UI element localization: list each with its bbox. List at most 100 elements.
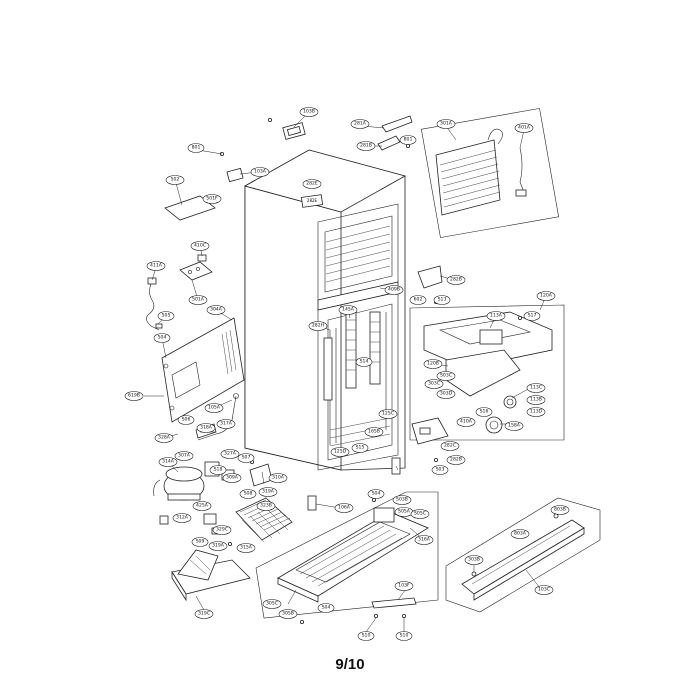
callout: 282E (302, 179, 322, 189)
svg-text:113D: 113D (530, 409, 543, 415)
svg-text:304A: 304A (210, 307, 223, 313)
callout: 281A (350, 119, 370, 129)
svg-text:S05C: S05C (414, 511, 426, 517)
svg-text:282B: 282B (450, 457, 462, 463)
callout: S09 (191, 537, 209, 547)
callout: 502 (165, 175, 185, 185)
svg-text:303C: 303C (428, 381, 440, 387)
callout: 327A (220, 449, 240, 459)
svg-text:S09: S09 (196, 539, 205, 545)
callout: 103F (394, 581, 414, 591)
fan-motor-assembly (445, 349, 521, 434)
callout: 501A (188, 295, 208, 305)
svg-text:S10: S10 (362, 633, 371, 639)
svg-text:282B: 282B (450, 277, 462, 283)
callout: 165B (364, 427, 384, 437)
callout: 282B (446, 455, 466, 465)
svg-text:S06: S06 (182, 417, 191, 423)
callout: 106A (334, 503, 354, 513)
svg-text:305C: 305C (266, 601, 278, 607)
svg-text:125C: 125C (382, 411, 394, 417)
callout: S14 (355, 357, 373, 367)
callout-labels: 103B 801 103A 502 501F 281A 281B 801 301… (124, 107, 570, 641)
svg-text:425A: 425A (196, 503, 209, 509)
svg-text:801: 801 (192, 145, 201, 151)
evaporator-box (421, 108, 559, 238)
callout: 145A (338, 305, 358, 315)
callout: 318A (196, 423, 216, 433)
svg-text:316A: 316A (418, 537, 431, 543)
svg-text:165B: 165B (368, 429, 380, 435)
tube-317a (197, 393, 239, 441)
callout: 411A (146, 261, 166, 271)
svg-text:312A: 312A (176, 515, 189, 521)
callout: 803B (550, 505, 570, 515)
callout: 103A (250, 167, 270, 177)
svg-text:329C: 329C (216, 527, 228, 533)
svg-text:S04: S04 (372, 491, 381, 497)
callout: 158A (504, 421, 524, 431)
callout: 504 (153, 333, 171, 343)
callout: 803A (510, 529, 530, 539)
callout: S03C (436, 371, 456, 381)
callout: 113B (526, 395, 546, 405)
control-housing-103b (282, 122, 306, 140)
refrigerator-cabinet: 282E (243, 149, 407, 471)
power-cord-411a (146, 277, 163, 331)
svg-text:501F: 501F (206, 196, 218, 202)
svg-text:S03: S03 (436, 467, 445, 473)
condenser-323b (235, 497, 293, 543)
callout: 281B (356, 141, 376, 151)
svg-text:113A: 113A (490, 313, 503, 319)
callout: S08 (239, 489, 257, 499)
svg-text:401A: 401A (518, 125, 531, 131)
callout: 305B (278, 609, 298, 619)
svg-text:303D: 303D (440, 391, 453, 397)
callout: S13 (433, 295, 451, 305)
bracket-282c (411, 417, 449, 445)
svg-text:S08: S08 (244, 491, 253, 497)
callout: S06 (177, 415, 195, 425)
svg-text:803B: 803B (554, 507, 566, 513)
kick-plate-803a (461, 513, 585, 601)
callout: 602 (409, 295, 427, 305)
svg-text:282C: 282C (444, 443, 456, 449)
svg-text:S04: S04 (322, 605, 331, 611)
svg-text:S10: S10 (400, 633, 409, 639)
svg-text:504: 504 (158, 335, 167, 341)
svg-text:307A: 307A (178, 453, 191, 459)
svg-text:410C: 410C (194, 243, 206, 249)
callout: 307A (174, 451, 194, 461)
page-number: 9/10 (335, 656, 365, 673)
callout: 409B (384, 285, 404, 295)
callout: 304A (206, 305, 226, 315)
hinge-282b (417, 265, 443, 289)
base-pan-316a (277, 507, 429, 603)
svg-text:103A: 103A (254, 169, 267, 175)
callout: 103C (534, 585, 554, 595)
callout: 113D (526, 407, 546, 417)
back-cover-304a (161, 317, 245, 423)
svg-text:319A: 319A (212, 543, 225, 549)
callout: 282B (446, 275, 466, 285)
svg-text:106A: 106A (338, 505, 351, 511)
svg-text:310A: 310A (272, 475, 285, 481)
callout: 328A (154, 433, 174, 443)
svg-text:301A: 301A (440, 121, 453, 127)
callout: 316A (414, 535, 434, 545)
svg-text:158A: 158A (508, 423, 521, 429)
svg-text:103C: 103C (538, 587, 550, 593)
callout: S10 (357, 631, 375, 641)
svg-text:502: 502 (171, 177, 180, 183)
svg-text:S03B: S03B (396, 497, 408, 503)
callout: 501F (202, 194, 222, 204)
evaporator-301a (435, 128, 527, 216)
callout: 329C (212, 525, 232, 535)
callout: 303B (464, 555, 484, 565)
svg-text:501A: 501A (192, 297, 205, 303)
svg-text:S16: S16 (480, 409, 489, 415)
callout: 801 (399, 135, 417, 145)
svg-text:125D: 125D (334, 449, 347, 455)
callout: 113A (486, 311, 506, 321)
